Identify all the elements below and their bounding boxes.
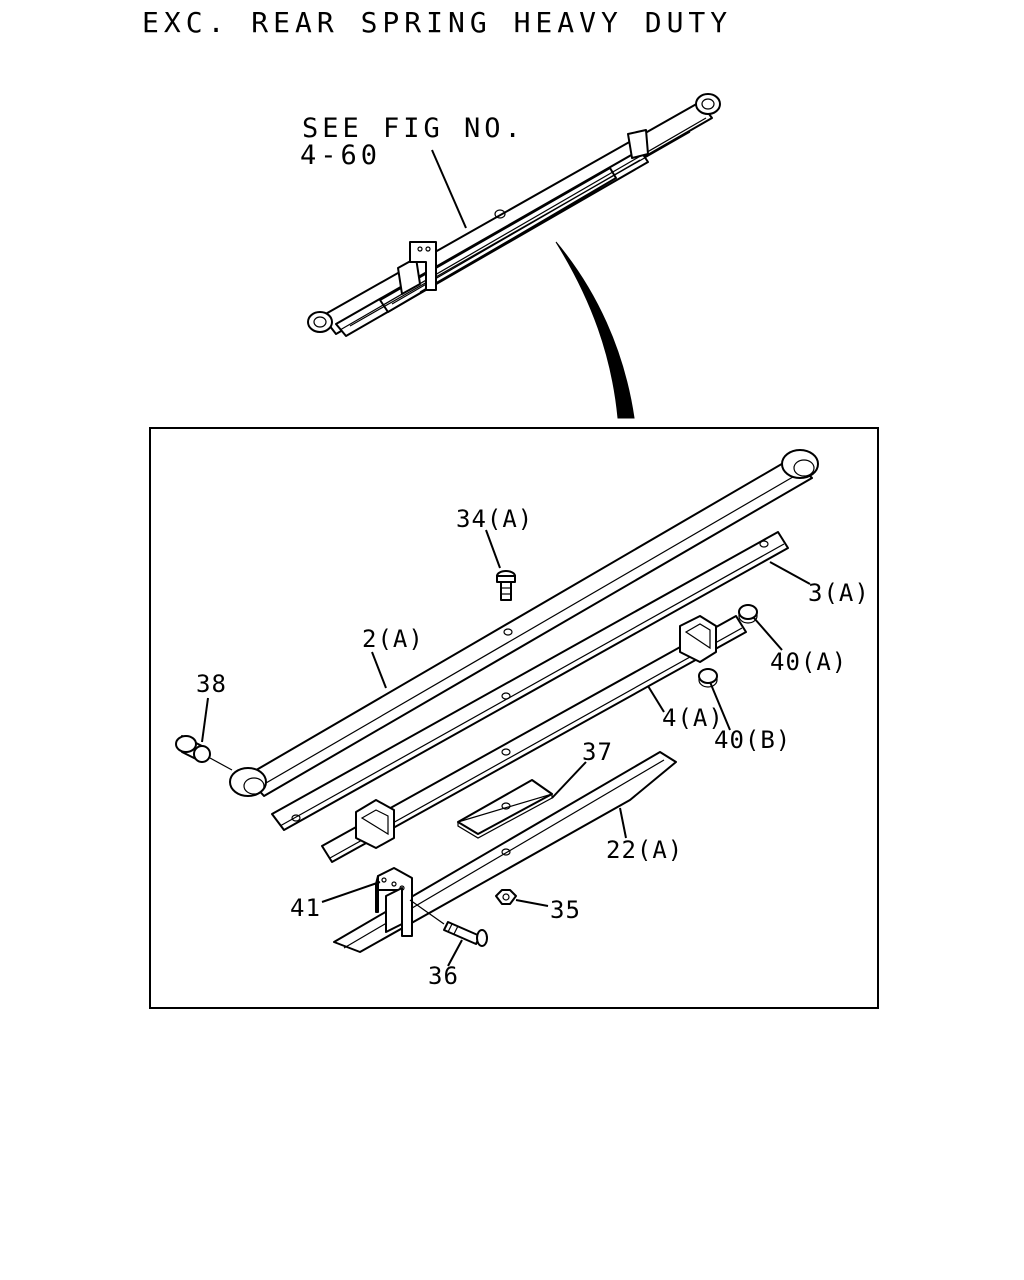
main-leaf-2a [229, 449, 819, 797]
callout-40b: 40(B) [714, 726, 791, 754]
callout-4a: 4(A) [662, 704, 724, 732]
callout-2a: 2(A) [362, 625, 424, 653]
callout-36: 36 [428, 962, 459, 990]
spacer-plate-37 [457, 779, 553, 839]
bolt-36 [409, 899, 488, 947]
callout-41: 41 [290, 894, 321, 922]
callout-38: 38 [196, 670, 227, 698]
reference-leader [431, 149, 467, 229]
diagram-title: EXC. REAR SPRING HEAVY DUTY [142, 6, 732, 39]
bushing-38 [175, 735, 233, 771]
callout-40a: 40(A) [770, 648, 847, 676]
reference-figure-number: 4-60 [300, 140, 381, 171]
pad-40b [698, 668, 718, 688]
callout-35: 35 [550, 896, 581, 924]
callout-37: 37 [582, 738, 613, 766]
leaf-3a [271, 531, 789, 831]
leader-lines [201, 529, 811, 967]
pad-40a [738, 604, 758, 624]
spring-assembly-overview [307, 93, 721, 337]
leaf-4a [321, 615, 747, 863]
bracket-41 [375, 867, 413, 937]
callout-3a: 3(A) [808, 579, 870, 607]
callout-34a: 34(A) [456, 505, 533, 533]
detail-pointer-arrow [555, 241, 635, 419]
callout-22a: 22(A) [606, 836, 683, 864]
bolt-34a [496, 570, 516, 601]
reference-label: SEE FIG NO. [302, 113, 525, 144]
detail-frame [149, 427, 879, 1009]
nut-35 [495, 889, 517, 905]
